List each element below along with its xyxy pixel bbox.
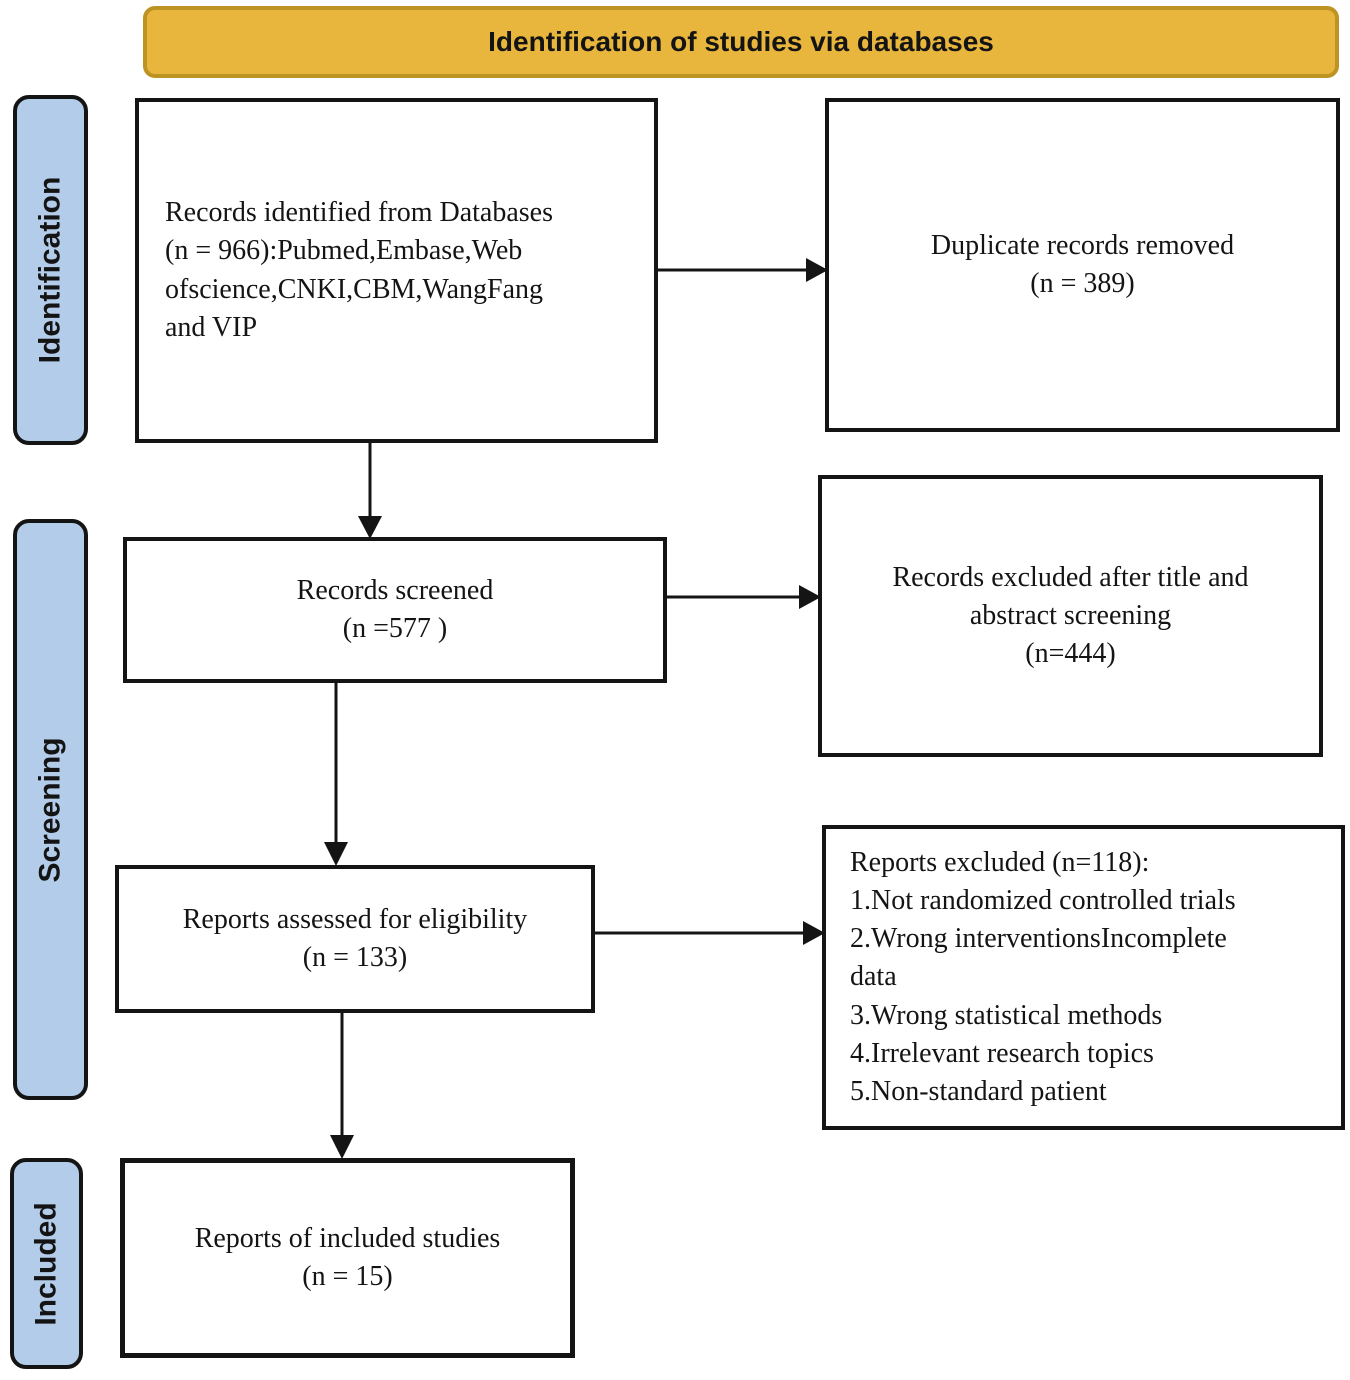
box-duplicate-records-removed: Duplicate records removed (n = 389) [825,98,1340,432]
box-reports-included: Reports of included studies (n = 15) [120,1158,575,1358]
stage-label-included: Included [10,1158,83,1369]
banner: Identification of studies via databases [143,6,1339,78]
stage-label-screening: Screening [13,519,88,1100]
box-reports-excluded: Reports excluded (n=118): 1.Not randomiz… [822,825,1345,1130]
stage-label-screening-text: Screening [33,736,67,883]
box-duplicate-records-removed-text: Duplicate records removed (n = 389) [930,229,1235,299]
box-records-excluded-title-abstract-text: Records excluded after title and abstrac… [892,561,1249,670]
arrow-identified-to-screened [358,443,382,539]
box-reports-excluded-text: Reports excluded (n=118): 1.Not randomiz… [850,847,1236,1107]
box-reports-included-text: Reports of included studies (n = 15) [194,1222,501,1292]
arrow-assessed-to-included [330,1013,354,1159]
banner-title: Identification of studies via databases [488,26,994,57]
box-records-identified-text: Records identified from Databases (n = 9… [165,197,553,343]
arrow-assessed-to-reports-excluded [595,921,825,945]
box-records-excluded-title-abstract: Records excluded after title and abstrac… [818,475,1323,757]
stage-label-included-text: Included [29,1201,63,1326]
arrow-identified-to-duplicates [658,258,828,282]
stage-label-identification-text: Identification [33,176,67,364]
box-records-screened: Records screened (n =577 ) [123,537,667,683]
box-reports-assessed: Reports assessed for eligibility (n = 13… [115,865,595,1013]
box-records-screened-text: Records screened (n =577 ) [296,574,494,644]
arrow-screened-to-assessed [324,683,348,866]
box-reports-assessed-text: Reports assessed for eligibility (n = 13… [182,903,528,973]
stage-label-identification: Identification [13,95,88,445]
arrow-screened-to-excluded [667,585,821,609]
box-records-identified: Records identified from Databases (n = 9… [135,98,658,443]
